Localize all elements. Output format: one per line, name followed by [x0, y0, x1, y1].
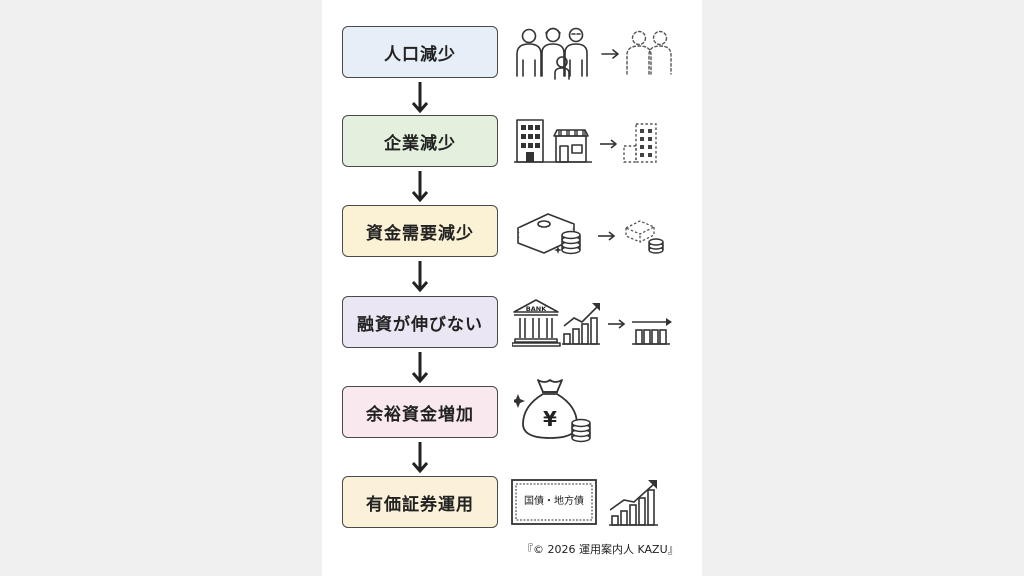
- bond-certificate-icon: 国債・地方債: [511, 479, 597, 525]
- down-arrow-icon: [411, 171, 429, 203]
- down-arrow-icon: [411, 352, 429, 384]
- buildings-icon: [514, 119, 657, 163]
- rising-chart-icon: [609, 480, 658, 526]
- down-arrow-icon: [411, 442, 429, 474]
- bank-sign-text: BANK: [526, 305, 547, 313]
- bond-label-text: 国債・地方債: [524, 494, 584, 507]
- bank-chart-icon: BANK: [512, 299, 672, 347]
- step-population-decline: 人口減少: [342, 26, 498, 78]
- family-icon: [516, 27, 672, 80]
- money-bag-icon: ¥: [514, 379, 591, 443]
- copyright-text: 『© 2026 運用案内人 KAZU』: [522, 543, 679, 556]
- down-arrow-icon: [411, 261, 429, 293]
- yen-sign-text: ¥: [543, 407, 557, 431]
- step-business-decline: 企業減少: [342, 115, 498, 167]
- step-loans-stagnate: 融資が伸びない: [342, 296, 498, 348]
- flow-diagram: 人口減少 企業減少 資金需要減少 融資が伸びない 余裕資金増加 有価証券運用: [322, 0, 702, 576]
- step-funding-demand-decline: 資金需要減少: [342, 205, 498, 257]
- money-stack-icon: [517, 213, 664, 255]
- step-surplus-funds-increase: 余裕資金増加: [342, 386, 498, 438]
- down-arrow-icon: [411, 82, 429, 114]
- step-securities-investment: 有価証券運用: [342, 476, 498, 528]
